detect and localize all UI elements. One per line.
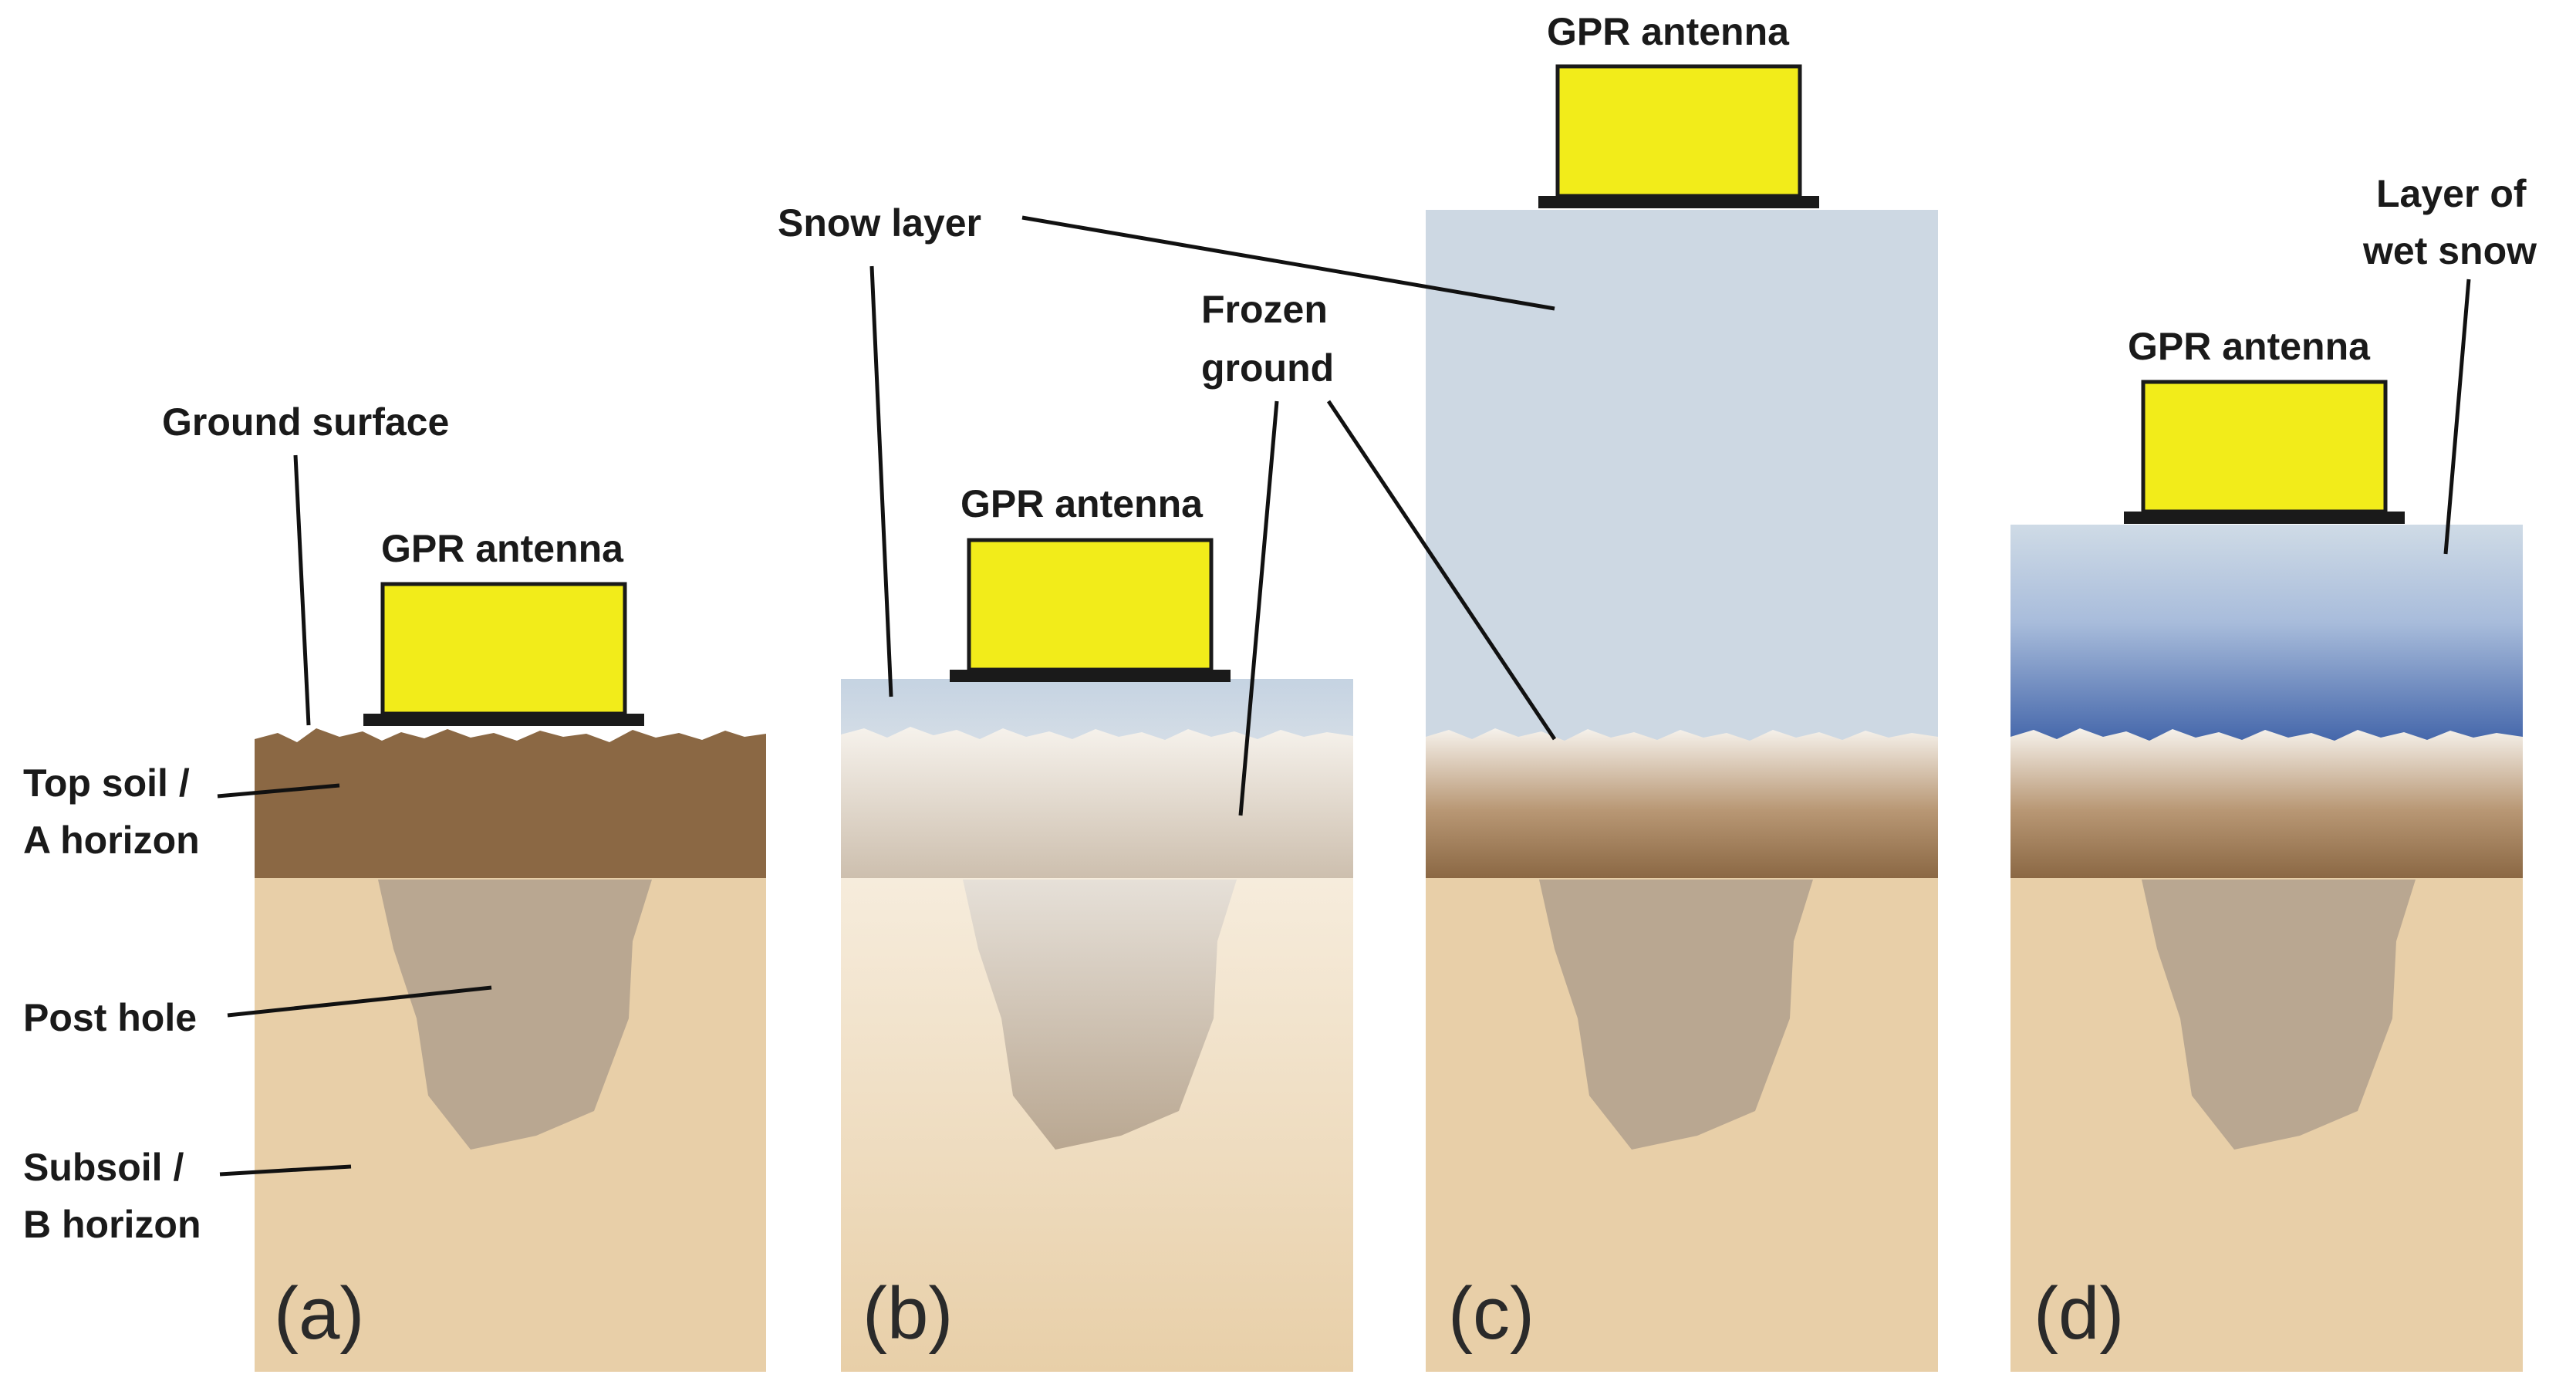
wet-snow-layer: [2010, 525, 2523, 742]
frozen-ground: [841, 727, 1353, 878]
leader-frozen-ground-b: [1238, 400, 1279, 816]
leader-snow-layer-c: [1021, 215, 1555, 311]
leader-post-hole: [227, 985, 492, 1018]
leader-top-soil: [217, 783, 340, 799]
post-hole: [378, 880, 652, 1150]
panel-label: (a): [274, 1272, 364, 1355]
frozen-post-hole: [963, 880, 1237, 1150]
label-subsoil-2: B horizon: [23, 1203, 201, 1246]
gpr-antenna-body: [380, 582, 627, 716]
panel-label: (c): [1448, 1272, 1534, 1355]
label-gpr-antenna-b: GPR antenna: [961, 482, 1204, 525]
label-gpr-antenna-d: GPR antenna: [2128, 325, 2371, 368]
panel-c: (c): [1426, 64, 1938, 1372]
panel-a: (a): [255, 582, 766, 1372]
label-frozen-ground-1: Frozen: [1201, 288, 1328, 331]
panel-label: (d): [2034, 1272, 2124, 1355]
label-top-soil-1: Top soil /: [23, 761, 190, 805]
gpr-antenna-base: [1538, 196, 1819, 208]
label-wet-snow-1: Layer of: [2376, 172, 2527, 215]
gpr-antenna-base: [950, 670, 1231, 682]
gpr-antenna-base: [363, 714, 644, 726]
label-subsoil-1: Subsoil /: [23, 1146, 184, 1189]
thick-snow-layer: [1426, 210, 1938, 742]
label-top-soil-2: A horizon: [23, 819, 200, 862]
panel-b: (b): [841, 538, 1353, 1372]
leader-ground-surface: [293, 454, 311, 726]
thawing-topsoil: [2010, 728, 2523, 878]
labels: Ground surface GPR antenna Top soil / A …: [23, 10, 2537, 1246]
label-post-hole: Post hole: [23, 996, 197, 1039]
leader-subsoil: [219, 1164, 352, 1177]
leader-snow-layer-b: [869, 265, 893, 697]
label-frozen-ground-2: ground: [1201, 346, 1334, 390]
thawing-topsoil: [1426, 728, 1938, 878]
label-gpr-antenna-a: GPR antenna: [381, 527, 624, 570]
post-hole: [2142, 880, 2416, 1150]
gpr-antenna-body: [1555, 64, 1802, 198]
gpr-antenna-base: [2124, 512, 2405, 524]
gpr-antenna-body: [2141, 380, 2388, 514]
label-gpr-antenna-c: GPR antenna: [1547, 10, 1790, 53]
leader-wet-snow: [2443, 279, 2471, 555]
panel-d: (d): [2010, 380, 2523, 1372]
leader-lines: [217, 215, 2471, 1177]
gpr-antenna-body: [967, 538, 1214, 672]
panel-label: (b): [863, 1272, 953, 1355]
topsoil-a-horizon: [255, 728, 766, 878]
label-wet-snow-2: wet snow: [2362, 229, 2537, 272]
post-hole: [1539, 880, 1813, 1150]
leader-frozen-ground-c: [1326, 400, 1557, 741]
label-ground-surface: Ground surface: [162, 400, 449, 444]
label-snow-layer: Snow layer: [778, 201, 981, 245]
